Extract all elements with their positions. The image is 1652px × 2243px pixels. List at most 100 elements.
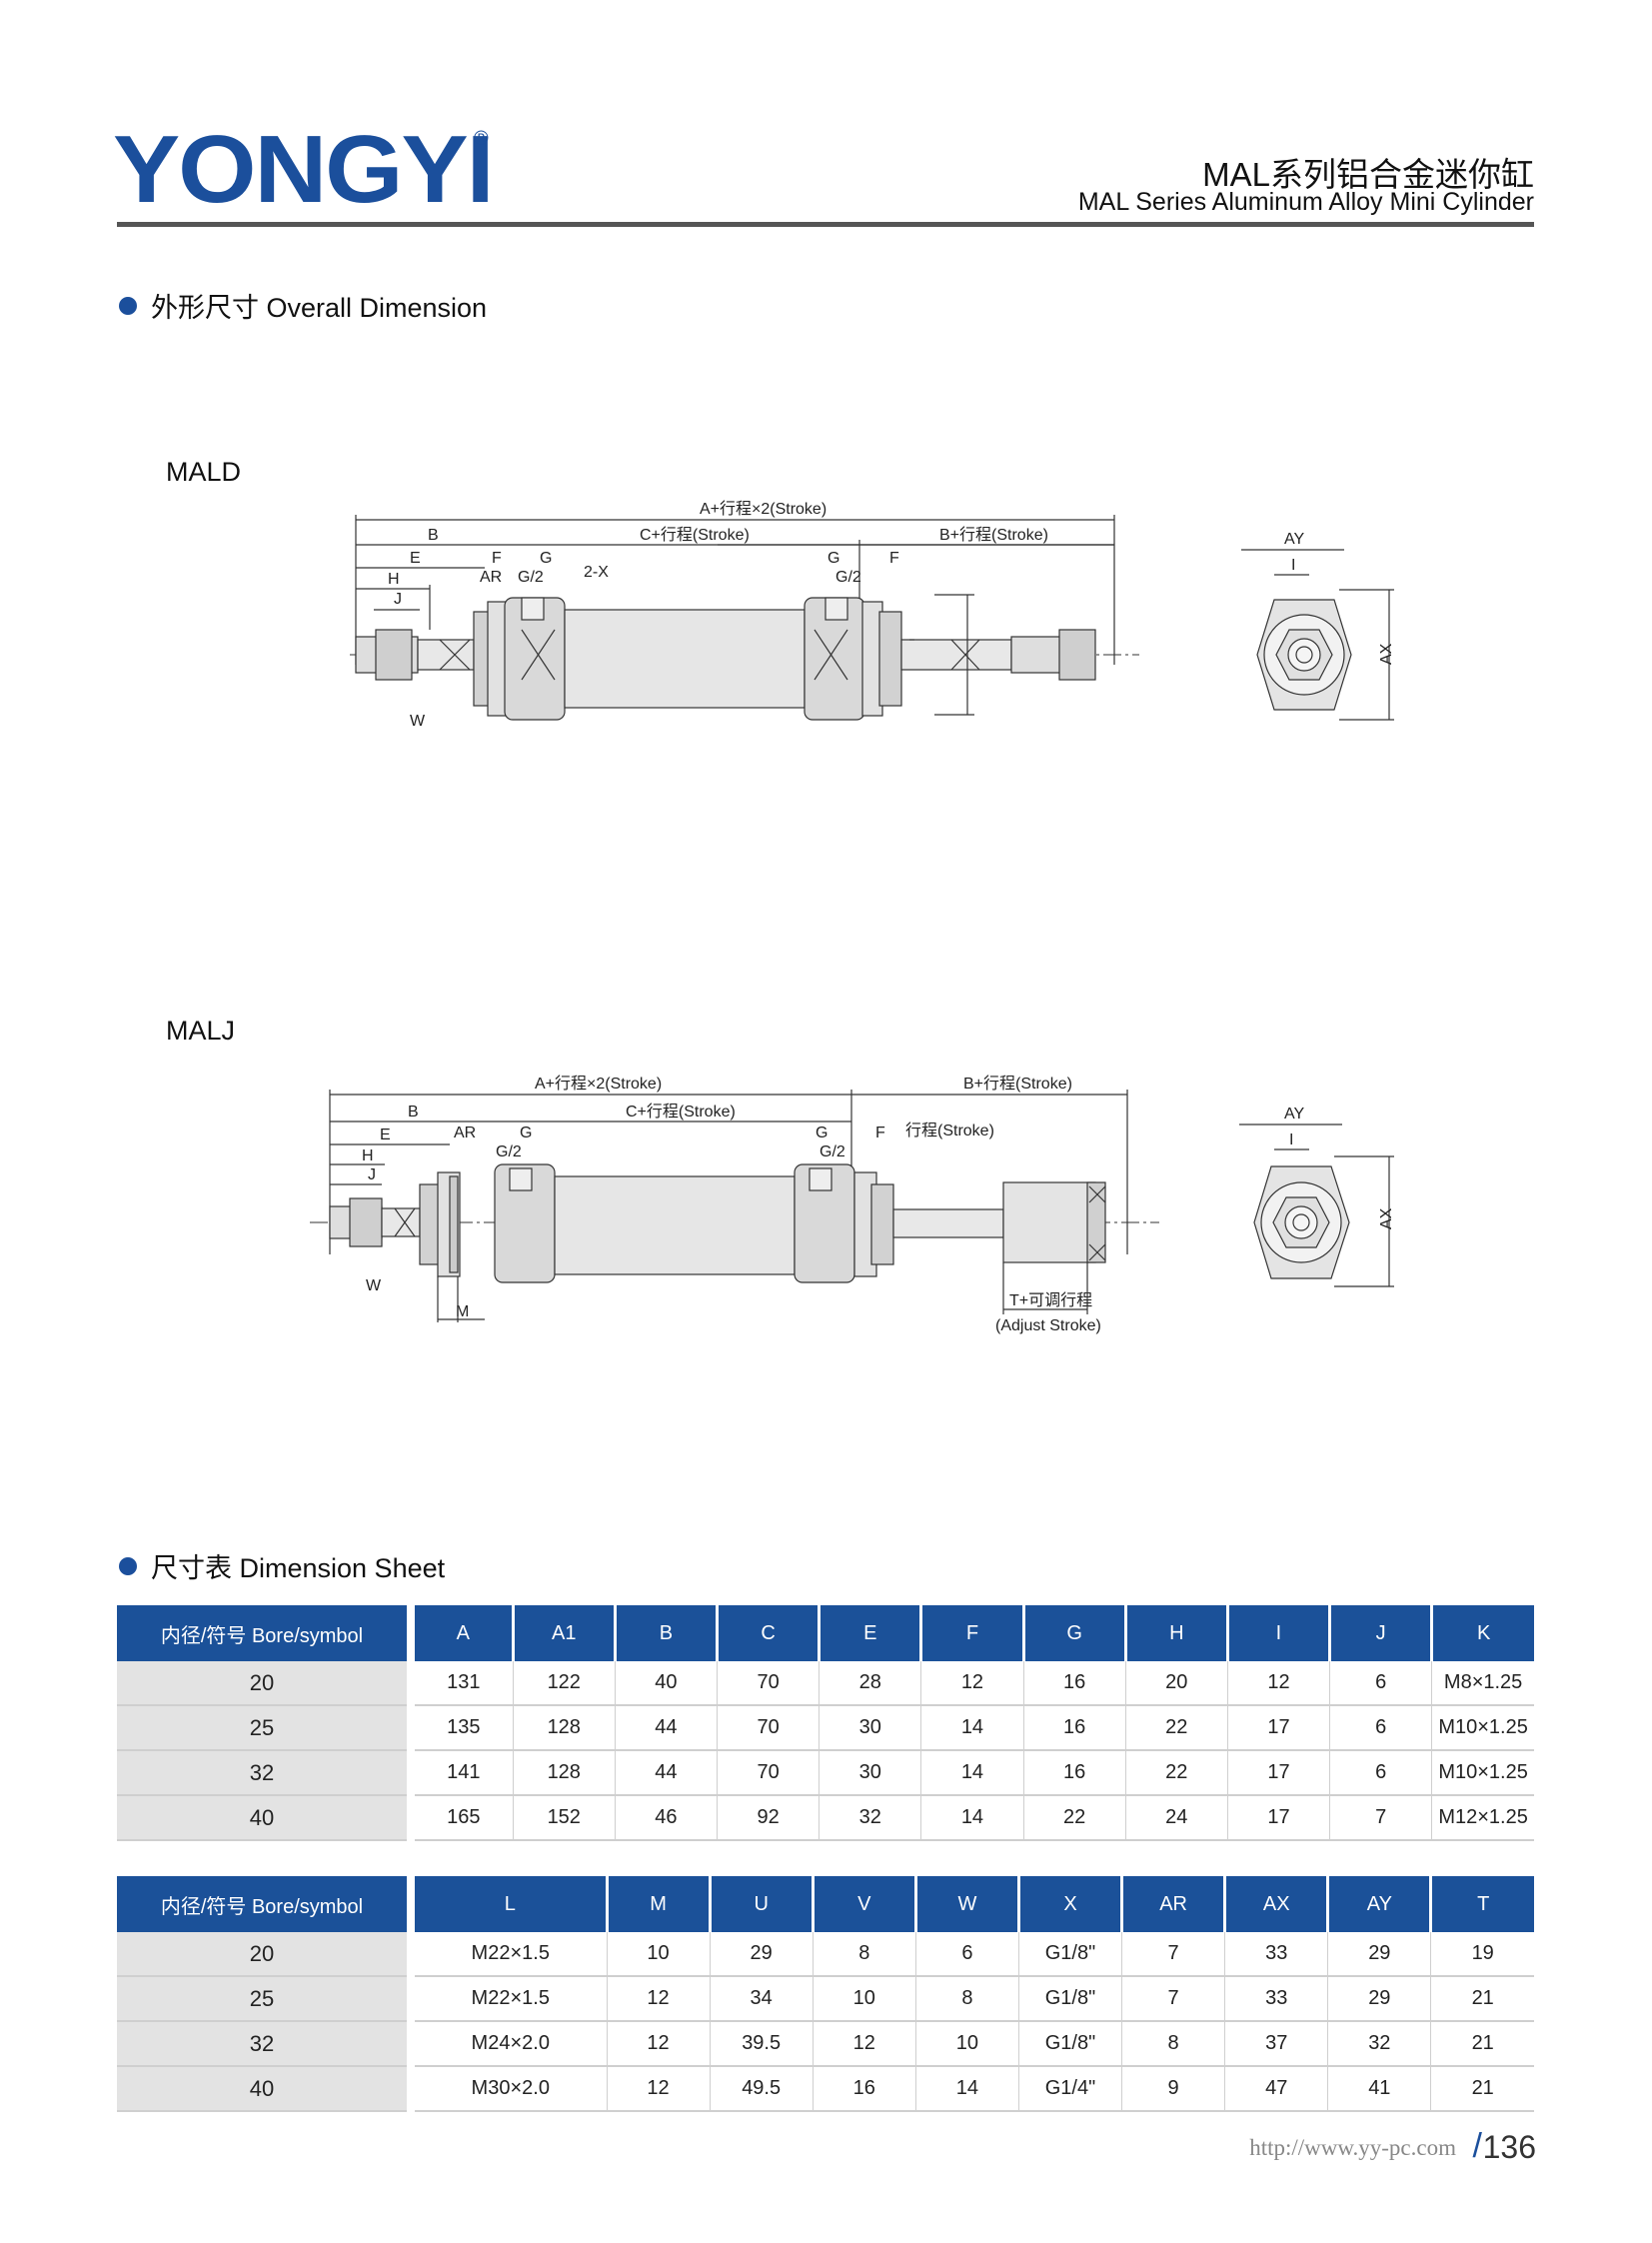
- table-header-cell: H: [1123, 1605, 1228, 1661]
- table-cell: 34: [709, 1976, 814, 2022]
- table-cell: M10×1.25: [1431, 1750, 1534, 1796]
- table-cell: G1/4": [1017, 2066, 1122, 2112]
- table-cell: 44: [614, 1705, 718, 1751]
- section-overall-dimension: 外形尺寸 Overall Dimension: [119, 286, 487, 325]
- model-label-mald: MALD: [166, 457, 242, 487]
- table-cell: 14: [920, 1705, 1024, 1751]
- mald-label-ay: AY: [1284, 531, 1304, 548]
- table-cell: 37: [1224, 2021, 1328, 2067]
- table-cell: 21: [1430, 1976, 1534, 2022]
- malj-drawing: A+行程×2(Stroke) B+行程(Stroke) B C+行程(Strok…: [310, 1075, 1395, 1334]
- table-cell: 29: [709, 1932, 814, 1977]
- table-cell: 8: [812, 1932, 916, 1977]
- table-cell: 10: [812, 1976, 916, 2022]
- table-cell: 40: [614, 1661, 718, 1706]
- table-header-cell: 内径/符号 Bore/symbol: [117, 1876, 411, 1932]
- malj-label-g2-right: G/2: [820, 1143, 845, 1160]
- table-cell: 141: [406, 1750, 514, 1796]
- mald-label-g2: G/2: [518, 569, 544, 586]
- table-header-cell: A1: [511, 1605, 616, 1661]
- mald-label-f-right: F: [889, 550, 899, 567]
- registered-mark: ®: [474, 128, 489, 150]
- table-header-cell: AR: [1120, 1876, 1225, 1932]
- bullet-dot-icon: [119, 1556, 137, 1575]
- table-cell: 8: [914, 1976, 1019, 2022]
- malj-label-b: B: [408, 1104, 419, 1121]
- table-cell: 8: [1121, 2021, 1225, 2067]
- table-cell: 128: [512, 1705, 616, 1751]
- table-cell: 6: [1329, 1750, 1432, 1796]
- table-cell: 46: [614, 1795, 718, 1841]
- table-cell: M10×1.25: [1431, 1705, 1534, 1751]
- mald-label-j: J: [394, 591, 402, 608]
- table-cell: 30: [819, 1750, 921, 1796]
- table-cell: M24×2.0: [407, 2021, 607, 2067]
- table-cell: 49.5: [709, 2066, 814, 2112]
- table-cell: 14: [920, 1795, 1024, 1841]
- table-cell: 41: [1327, 2066, 1431, 2112]
- table-cell: G1/8": [1017, 1932, 1122, 1977]
- mald-label-ar: AR: [480, 569, 502, 586]
- page-number: 136: [1482, 2129, 1536, 2165]
- table-cell: 122: [512, 1661, 616, 1706]
- malj-label-a: A+行程×2(Stroke): [535, 1075, 662, 1093]
- section-dimension-sheet: 尺寸表 Dimension Sheet: [119, 1546, 445, 1585]
- table-cell: 28: [819, 1661, 921, 1706]
- malj-label-adjust: (Adjust Stroke): [995, 1317, 1101, 1334]
- table-cell: 9: [1121, 2066, 1225, 2112]
- table-cell: 12: [1226, 1661, 1330, 1706]
- table-header-cell: F: [919, 1605, 1024, 1661]
- mald-label-f: F: [492, 550, 502, 567]
- mald-label-g: G: [540, 550, 552, 567]
- malj-label-m: M: [456, 1303, 469, 1320]
- table-cell: 22: [1124, 1705, 1228, 1751]
- brand-logo: YONGYI: [113, 116, 495, 223]
- table-cell: 22: [1124, 1750, 1228, 1796]
- table-cell: 44: [614, 1750, 718, 1796]
- malj-label-t: T+可调行程: [1009, 1291, 1092, 1309]
- table-cell: 20: [1124, 1661, 1228, 1706]
- table-cell: 24: [1124, 1795, 1228, 1841]
- table-cell: 12: [606, 1976, 711, 2022]
- table-header-cell: T: [1429, 1876, 1534, 1932]
- table-header-cell: AY: [1326, 1876, 1431, 1932]
- section-sheet-title: 尺寸表 Dimension Sheet: [151, 1553, 446, 1583]
- malj-label-stroke: 行程(Stroke): [905, 1122, 994, 1139]
- malj-label-ay: AY: [1284, 1106, 1304, 1122]
- table-cell: 70: [717, 1705, 820, 1751]
- table-cell: M22×1.5: [407, 1976, 607, 2022]
- bullet-dot-icon: [119, 296, 137, 315]
- table-cell: 30: [819, 1705, 921, 1751]
- table-cell: 165: [406, 1795, 514, 1841]
- table-header-cell: C: [716, 1605, 820, 1661]
- table-cell: 19: [1430, 1932, 1534, 1977]
- bore-cell: 32: [117, 2021, 411, 2067]
- mald-label-c: C+行程(Stroke): [640, 526, 750, 544]
- table-cell: G1/8": [1017, 2021, 1122, 2067]
- table-cell: 39.5: [709, 2021, 814, 2067]
- table-cell: 14: [920, 1750, 1024, 1796]
- malj-label-g2: G/2: [496, 1143, 522, 1160]
- mald-label-g2-right: G/2: [835, 569, 861, 586]
- table-cell: 92: [717, 1795, 820, 1841]
- bore-cell: 20: [117, 1661, 411, 1706]
- malj-label-h: H: [362, 1147, 374, 1164]
- bore-cell: 25: [117, 1705, 411, 1751]
- mald-label-b: B: [428, 527, 439, 544]
- model-label-malj: MALJ: [166, 1016, 236, 1046]
- table-cell: M12×1.25: [1431, 1795, 1534, 1841]
- table-header-cell: M: [605, 1876, 711, 1932]
- malj-label-ar: AR: [454, 1124, 476, 1141]
- bore-cell: 25: [117, 1976, 411, 2022]
- table-cell: 33: [1224, 1932, 1328, 1977]
- table-cell: 12: [606, 2066, 711, 2112]
- table-cell: 6: [914, 1932, 1019, 1977]
